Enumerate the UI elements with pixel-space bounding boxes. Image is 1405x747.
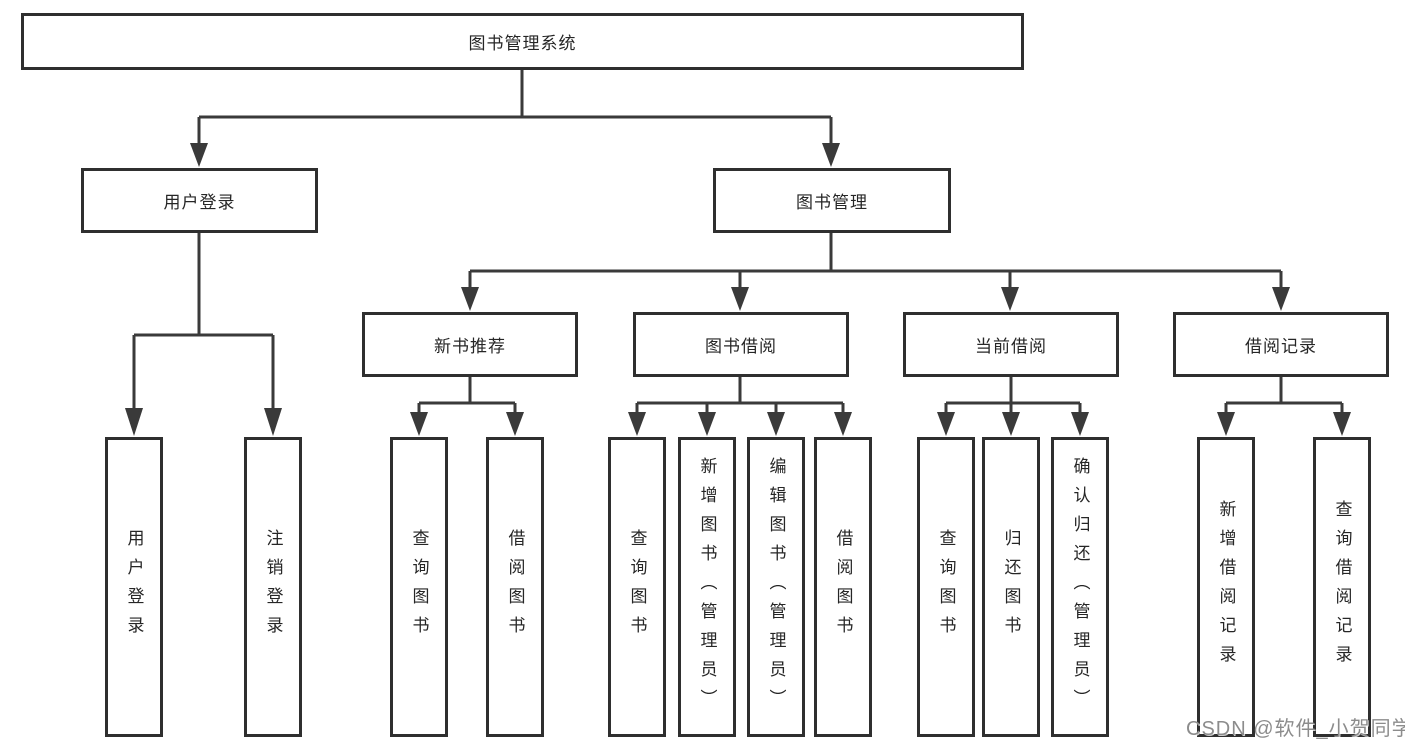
leaf-edit-book-admin: 编辑图书（管理员） [747,437,805,737]
module-label: 新书推荐 [434,337,506,356]
arrowhead [1217,412,1235,436]
arrowhead [731,287,749,311]
connector-records-to-leaves [1217,377,1351,436]
leaf-label: 查询图书 [627,529,647,645]
arrowhead [1001,287,1019,311]
arrowhead [1272,287,1290,311]
leaf-label: 新增借阅记录 [1216,500,1236,674]
node-module-borrow-records: 借阅记录 [1173,312,1389,377]
arrowhead [698,412,716,436]
node-root-label: 图书管理系统 [468,34,577,53]
leaf-logout: 注销登录 [244,437,302,737]
node-root: 图书管理系统 [21,13,1024,70]
leaf-query-borrow-record: 查询借阅记录 [1313,437,1371,737]
arrowhead [822,143,840,167]
leaf-recommend-query-books: 查询图书 [390,437,448,737]
leaf-recommend-borrow-books: 借阅图书 [486,437,544,737]
leaf-label: 查询图书 [409,529,429,645]
leaf-label: 借阅图书 [505,529,525,645]
leaf-label: 注销登录 [263,529,283,645]
leaf-user-login: 用户登录 [105,437,163,737]
connector-borrow-to-leaves [628,377,852,436]
csdn-watermark: CSDN @软件_小贺同学 [1186,718,1405,740]
node-module-current-borrow: 当前借阅 [903,312,1119,377]
connector-management-to-modules [461,232,1290,311]
node-module-book-borrow: 图书借阅 [633,312,849,377]
leaf-label: 确认归还（管理员） [1070,456,1090,718]
leaf-add-book-admin: 新增图书（管理员） [678,437,736,737]
arrowhead [1333,412,1351,436]
arrowhead [1002,412,1020,436]
arrowhead [628,412,646,436]
arrowhead [264,408,282,436]
arrowhead [1071,412,1089,436]
node-user-login-label: 用户登录 [163,193,236,212]
leaf-label: 查询图书 [936,529,956,645]
node-book-management: 图书管理 [713,168,951,233]
node-module-new-book-recommend: 新书推荐 [362,312,578,377]
arrowhead [190,143,208,167]
arrowhead [937,412,955,436]
leaf-borrow-borrow-books: 借阅图书 [814,437,872,737]
leaf-add-borrow-record: 新增借阅记录 [1197,437,1255,737]
leaf-label: 编辑图书（管理员） [766,456,786,718]
arrowhead [834,412,852,436]
leaf-label: 新增图书（管理员） [697,456,717,718]
arrowhead [410,412,428,436]
leaf-label: 查询借阅记录 [1332,500,1352,674]
connector-current-to-leaves [937,377,1089,436]
leaf-current-query-books: 查询图书 [917,437,975,737]
leaf-label: 归还图书 [1001,529,1021,645]
module-label: 图书借阅 [705,337,777,356]
module-label: 借阅记录 [1245,337,1317,356]
connector-recommend-to-leaves [410,377,524,436]
arrowhead [506,412,524,436]
module-label: 当前借阅 [975,337,1047,356]
leaf-confirm-return-admin: 确认归还（管理员） [1051,437,1109,737]
connector-root-to-level2 [190,69,840,167]
leaf-label: 用户登录 [124,529,144,645]
connector-login-to-leaves [125,233,282,436]
node-user-login: 用户登录 [81,168,318,233]
arrowhead [767,412,785,436]
leaf-return-book: 归还图书 [982,437,1040,737]
node-book-management-label: 图书管理 [796,193,868,212]
leaf-label: 借阅图书 [833,529,853,645]
leaf-borrow-query-books: 查询图书 [608,437,666,737]
arrowhead [461,287,479,311]
arrowhead [125,408,143,436]
